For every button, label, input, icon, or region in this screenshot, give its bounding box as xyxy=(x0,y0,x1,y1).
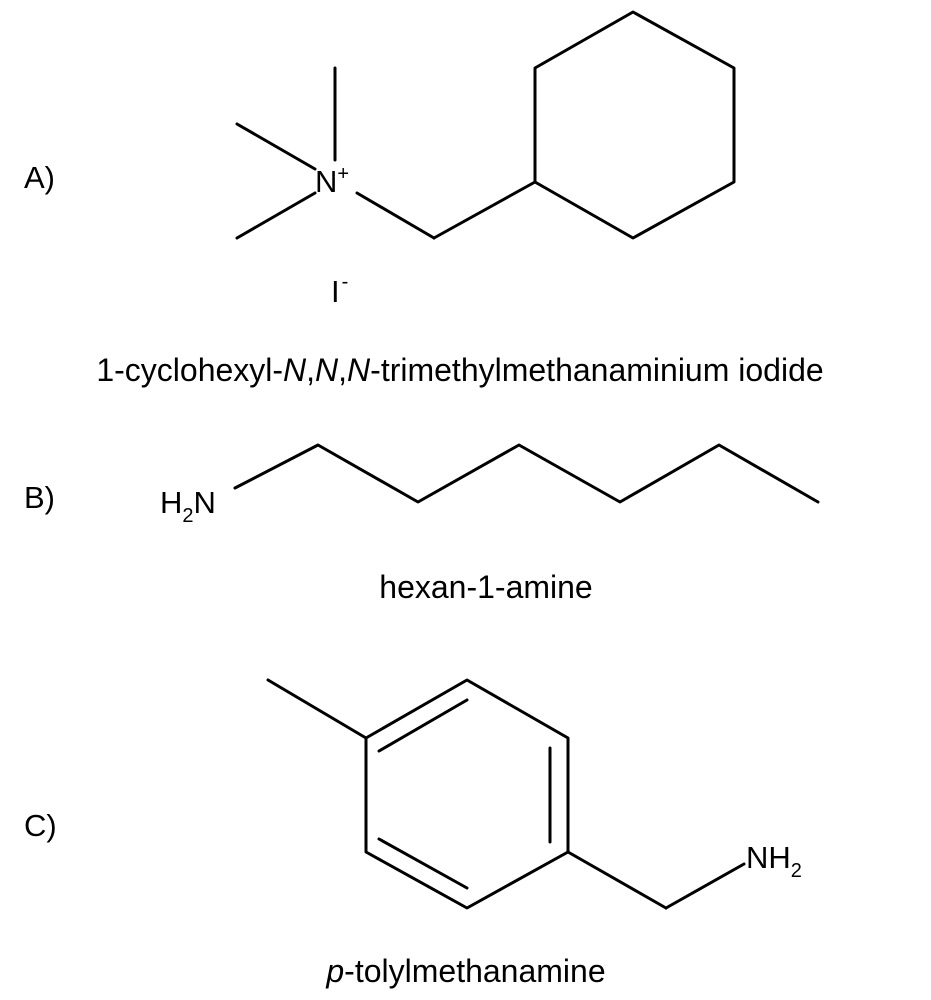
hexyl-chain xyxy=(233,443,820,504)
structure-c: NH2 xyxy=(266,678,802,910)
structure-a: N+ I- xyxy=(235,10,736,309)
compound-name-c: p-tolylmethanamine xyxy=(325,953,605,989)
compound-name-a: 1-cyclohexyl-N,N,N-trimethylmethanaminiu… xyxy=(96,352,823,388)
bond-ch2-nh2 xyxy=(664,862,746,910)
atom-amine-nh2: H2N xyxy=(160,485,216,527)
bond-n-ch2 xyxy=(355,191,436,240)
panel-label-c: C) xyxy=(24,808,57,843)
atom-amine-nh2: NH2 xyxy=(746,840,802,882)
atom-nitrogen: N+ xyxy=(315,163,349,199)
benzene-ring xyxy=(364,678,570,910)
panel-label-b: B) xyxy=(24,480,55,515)
atom-iodide: I- xyxy=(331,271,348,309)
bond-methyl-ring xyxy=(266,678,368,740)
panel-label-a: A) xyxy=(24,160,55,195)
compound-c: C) NH2 p-tolylmethanamine xyxy=(24,678,802,989)
bond-ring-ch2 xyxy=(566,850,668,910)
bond-ch2-ring xyxy=(432,180,537,240)
bond-n-methyl-upper-left xyxy=(235,122,317,171)
benzene-inner-bond-3 xyxy=(377,837,469,890)
benzene-inner-bond-1 xyxy=(377,698,469,753)
cyclohexane-ring xyxy=(533,10,736,240)
compound-a: A) N+ I- 1-cyclohexyl-N,N,N-trimethylmet… xyxy=(24,10,824,388)
compound-name-b: hexan-1-amine xyxy=(379,569,592,605)
structure-b: H2N xyxy=(160,443,820,527)
compound-b: B) H2N hexan-1-amine xyxy=(24,443,820,605)
bond-n-methyl-lower-left xyxy=(235,191,317,240)
